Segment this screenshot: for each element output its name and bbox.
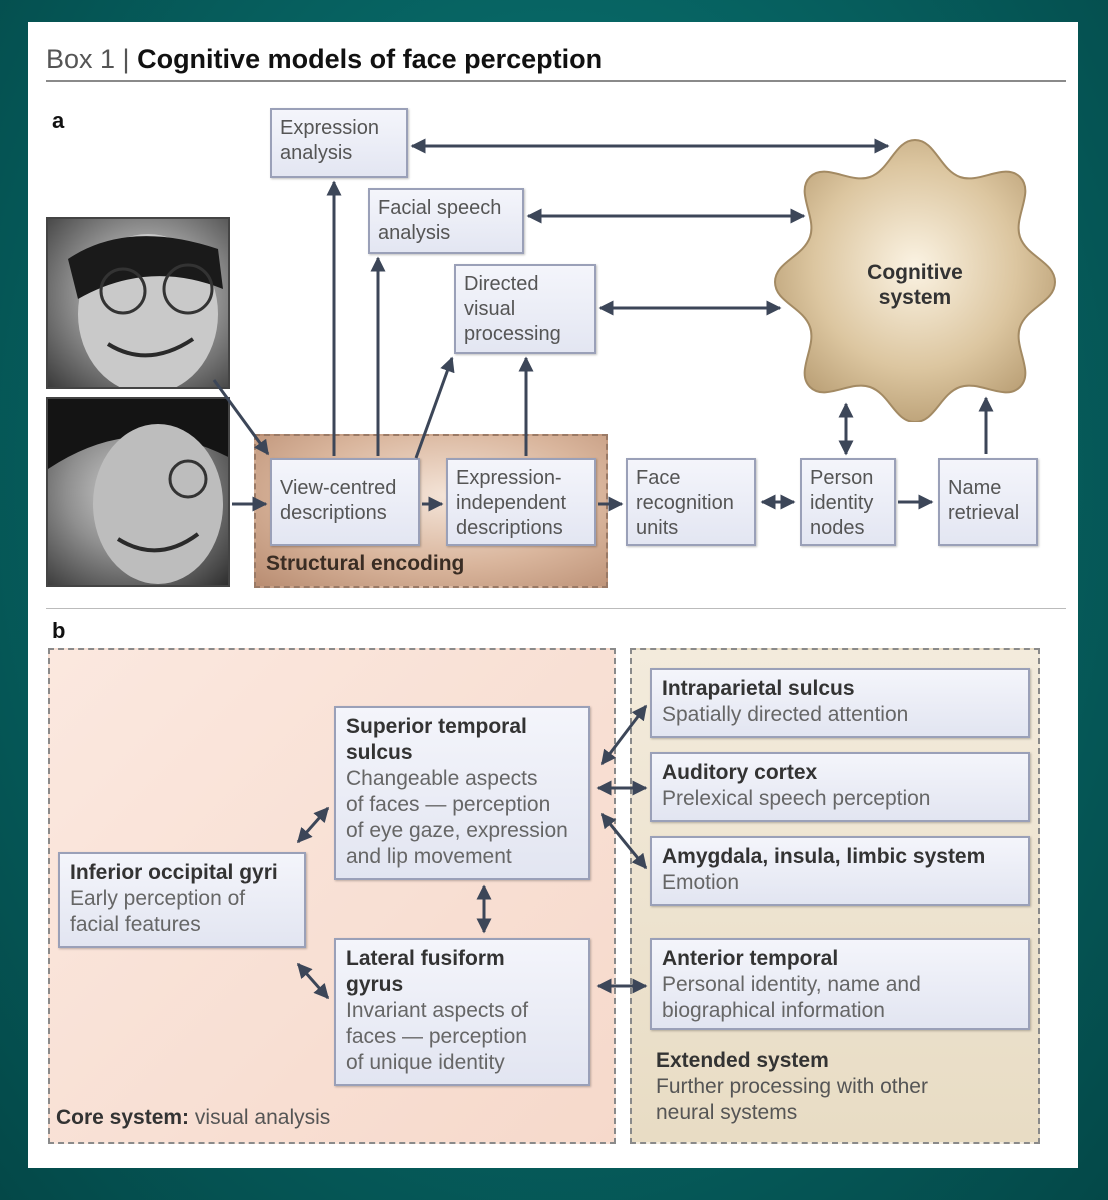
figure-title: Cognitive models of face perception	[137, 44, 603, 74]
connection-arrows	[212, 138, 994, 1000]
face-recognition-line-2: recognition	[636, 492, 734, 514]
arrow-view-to-directed-visual	[414, 356, 455, 459]
cognitive-system-label: Cognitive system	[838, 260, 992, 310]
expression-independent-line-1: Expression-	[456, 467, 562, 489]
figure-header: Box 1 | Cognitive models of face percept…	[46, 44, 602, 75]
expression-analysis-line-1: Expression	[280, 117, 379, 139]
panel-b-label: b	[52, 618, 66, 643]
header-rule	[46, 80, 1066, 82]
lfg-title-1: Lateral fusiform	[346, 947, 505, 970]
lfg-desc-3: of unique identity	[346, 1051, 505, 1074]
cognitive-system-outline	[773, 138, 1057, 422]
anterior-temporal-title: Anterior temporal	[662, 947, 839, 970]
amygdala-title: Amygdala, insula, limbic system	[662, 845, 986, 868]
sts-desc-1: Changeable aspects	[346, 767, 538, 790]
view-centred-line-2: descriptions	[280, 502, 387, 524]
arrow-iog-lfg	[296, 962, 330, 1000]
name-retrieval-line-2: retrieval	[948, 502, 1020, 524]
auditory-cortex-box: Auditory cortex Prelexical speech percep…	[650, 752, 1030, 822]
lateral-fusiform-gyrus-box: Lateral fusiform gyrus Invariant aspects…	[334, 938, 590, 1086]
auditory-desc: Prelexical speech perception	[662, 787, 931, 810]
view-centred-descriptions-node: View-centred descriptions	[270, 458, 420, 546]
face-sketch-top	[68, 234, 223, 387]
box-label: Box 1 |	[46, 44, 130, 74]
lfg-title-2: gyrus	[346, 973, 404, 996]
anterior-temporal-box: Anterior temporal Personal identity, nam…	[650, 938, 1030, 1030]
view-centred-line-1: View-centred	[280, 477, 397, 499]
expression-analysis-line-2: analysis	[280, 142, 353, 164]
lfg-desc-2: faces — perception	[346, 1025, 527, 1048]
arrow-sts-intraparietal	[600, 704, 648, 766]
extended-system-desc-1: Further processing with other	[656, 1075, 928, 1098]
extended-system-title: Extended system	[656, 1049, 829, 1072]
directed-visual-line-2: visual	[464, 298, 516, 320]
directed-visual-line-1: Directed	[464, 273, 539, 295]
cognitive-system-line-2: system	[878, 286, 952, 309]
ips-desc: Spatially directed attention	[662, 703, 909, 726]
person-identity-nodes-node: Person identity nodes	[800, 458, 896, 546]
inferior-occipital-gyri-box: Inferior occipital gyri Early perception…	[58, 852, 306, 948]
facial-speech-line-2: analysis	[378, 222, 451, 244]
face-photo-bottom	[46, 397, 230, 587]
person-identity-line-1: Person	[810, 467, 874, 489]
face-recognition-line-1: Face	[636, 467, 681, 489]
expression-independent-descriptions-node: Expression- independent descriptions	[446, 458, 596, 546]
amygdala-insula-limbic-box: Amygdala, insula, limbic system Emotion	[650, 836, 1030, 906]
arrow-iog-sts	[296, 806, 330, 844]
panel-separator	[46, 608, 1066, 609]
core-system-rest: visual analysis	[189, 1106, 331, 1129]
lfg-desc-1: Invariant aspects of	[346, 999, 529, 1022]
panel-a-label: a	[52, 108, 65, 133]
iog-desc-2: facial features	[70, 913, 201, 936]
sts-desc-3: of eye gaze, expression	[346, 819, 568, 842]
core-system-caption: Core system: visual analysis	[56, 1106, 330, 1130]
extended-system-desc-2: neural systems	[656, 1101, 798, 1124]
name-retrieval-node: Name retrieval	[938, 458, 1038, 546]
face-recognition-line-3: units	[636, 517, 679, 539]
person-identity-line-2: identity	[810, 492, 874, 514]
anterior-temporal-desc-1: Personal identity, name and	[662, 973, 921, 996]
sts-title-1: Superior temporal	[346, 715, 527, 738]
face-sketch-bottom	[48, 399, 228, 584]
name-retrieval-line-1: Name	[948, 477, 1002, 499]
arrow-photo-top-to-view-centred	[212, 379, 270, 456]
iog-title: Inferior occipital gyri	[70, 861, 278, 884]
sts-title-2: sulcus	[346, 741, 413, 764]
core-system-bold: Core system:	[56, 1106, 190, 1129]
auditory-title: Auditory cortex	[662, 761, 818, 784]
cognitive-system-line-1: Cognitive	[867, 261, 963, 284]
facial-speech-line-1: Facial speech	[378, 197, 502, 219]
iog-desc-1: Early perception of	[70, 887, 246, 910]
intraparietal-sulcus-box: Intraparietal sulcus Spatially directed …	[650, 668, 1030, 738]
directed-visual-processing-node: Directed visual processing	[454, 264, 596, 354]
face-photo-top	[46, 217, 230, 389]
ips-title: Intraparietal sulcus	[662, 677, 855, 700]
arrow-sts-amygdala	[600, 812, 648, 870]
superior-temporal-sulcus-box: Superior temporal sulcus Changeable aspe…	[334, 706, 590, 880]
cognitive-system-shape	[773, 138, 1057, 422]
figure-card: Box 1 | Cognitive models of face percept…	[28, 22, 1078, 1168]
facial-speech-analysis-node: Facial speech analysis	[368, 188, 524, 254]
extended-system-caption: Extended system Further processing with …	[656, 1048, 928, 1126]
expression-analysis-node: Expression analysis	[270, 108, 408, 178]
person-identity-line-3: nodes	[810, 517, 865, 539]
expression-independent-line-2: independent	[456, 492, 567, 514]
expression-independent-line-3: descriptions	[456, 517, 563, 539]
face-recognition-units-node: Face recognition units	[626, 458, 756, 546]
anterior-temporal-desc-2: biographical information	[662, 999, 885, 1022]
sts-desc-2: of faces — perception	[346, 793, 551, 816]
structural-encoding-label: Structural encoding	[266, 552, 465, 575]
amygdala-desc: Emotion	[662, 871, 740, 894]
directed-visual-line-3: processing	[464, 323, 561, 345]
sts-desc-4: and lip movement	[346, 845, 512, 868]
